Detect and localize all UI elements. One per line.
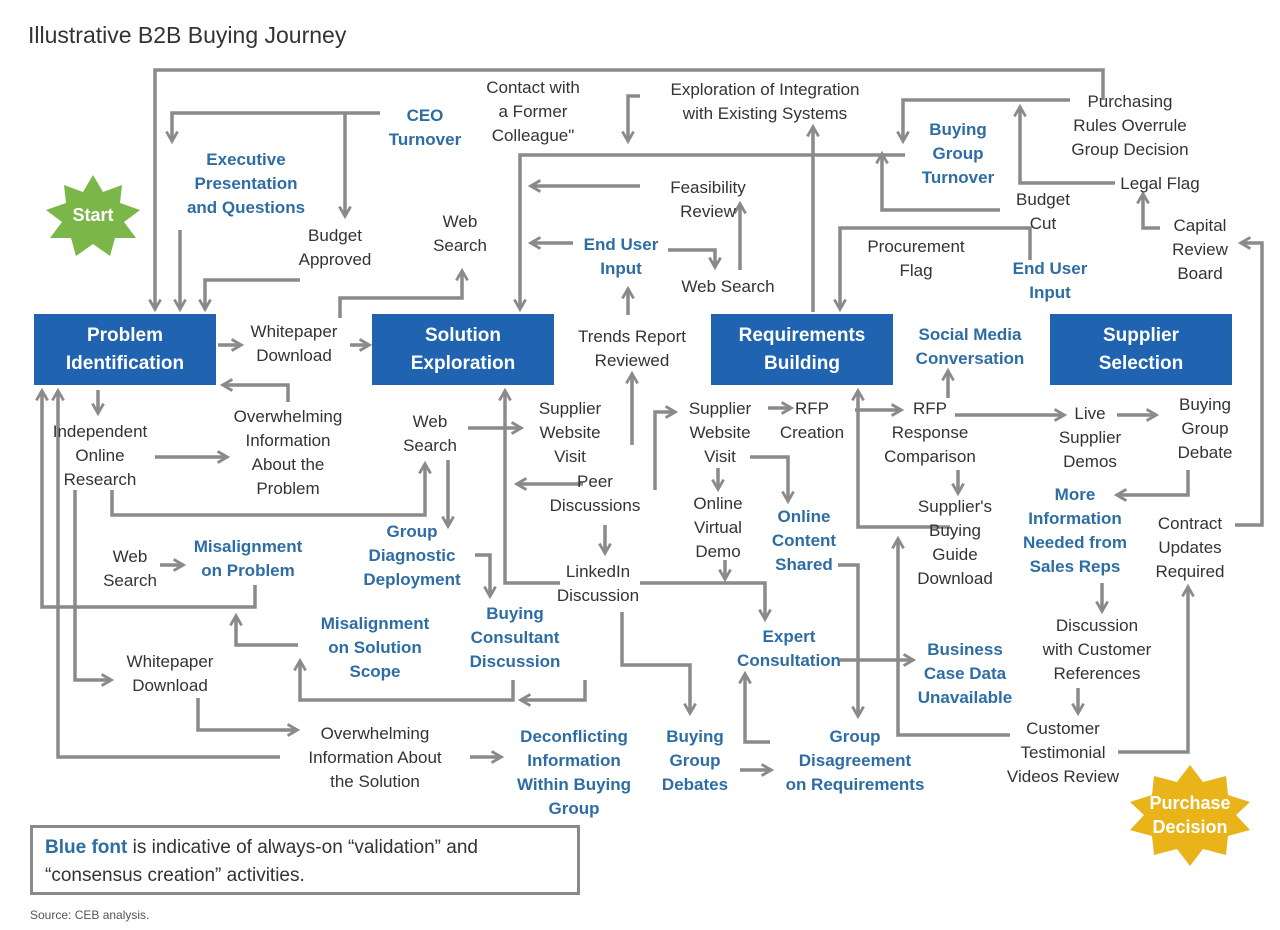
activity-buying-group-turnover: Buying Group Turnover (921, 120, 995, 187)
legend-highlight: Blue font (45, 837, 128, 858)
activity-linkedin-discussion: LinkedIn Discussion (556, 562, 640, 605)
start-burst-shape (46, 175, 140, 256)
diagram-title: Illustrative B2B Buying Journey (28, 22, 347, 48)
activity-budget-cut: Budget Cut (1016, 190, 1070, 233)
activity-procurement-flag: Procurement Flag (867, 237, 965, 280)
activity-end-user-input-2: End User Input (1012, 259, 1088, 302)
activity-buying-group-debates: Buying Group Debates (661, 727, 729, 794)
activity-end-user-input-1: End User Input (583, 235, 659, 278)
purchase-decision-badge: Purchase Decision (1149, 793, 1231, 837)
activity-supplier-website-2: Supplier Website Visit (688, 399, 752, 466)
activity-rfp-response: RFP Response Comparison (884, 399, 976, 466)
activity-budget-approved: Budget Approved (298, 226, 372, 269)
activity-whitepaper-download-1: Whitepaper Download (250, 322, 338, 365)
activity-web-search-3: Web Search (403, 412, 457, 455)
activity-live-demos: Live Supplier Demos (1058, 404, 1122, 471)
activity-testimonial-videos: Customer Testimonial Videos Review (1006, 719, 1120, 786)
activity-buying-guide-download: Supplier's Buying Guide Download (917, 497, 993, 588)
activity-overwhelming-problem: Overwhelming Information About the Probl… (233, 407, 343, 498)
start-badge: Start (72, 205, 114, 225)
activity-misalignment-problem: Misalignment on Problem (193, 537, 303, 580)
activity-contact-former-colleague: Contact with a Former Colleague" (486, 78, 580, 145)
activity-contract-updates: Contract Updates Required (1155, 514, 1225, 581)
legend-box: Blue font is indicative of always-on “va… (30, 825, 580, 895)
activity-web-search-1: Web Search (433, 212, 487, 255)
activity-ceo-turnover: CEO Turnover (388, 106, 462, 149)
activity-group-diagnostic: Group Diagnostic Deployment (363, 522, 461, 589)
stage-problem-identification: Problem Identification (34, 314, 216, 385)
activity-rfp-creation: RFP Creation (779, 399, 845, 442)
activity-executive-presentation: Executive Presentation and Questions (186, 150, 306, 217)
activity-web-search-2: Web Search (681, 277, 775, 296)
activity-customer-references: Discussion with Customer References (1042, 616, 1152, 683)
activity-group-disagreement: Group Disagreement on Requirements (785, 727, 925, 794)
activity-overwhelming-solution: Overwhelming Information About the Solut… (308, 724, 442, 791)
activity-misalignment-scope: Misalignment on Solution Scope (320, 614, 430, 681)
activity-buying-consultant: Buying Consultant Discussion (469, 604, 561, 671)
activity-trends-report: Trends Report Reviewed (577, 327, 687, 370)
activity-deconflicting: Deconflicting Information Within Buying … (516, 727, 632, 818)
legend-text: is indicative of always-on “validation” … (45, 837, 478, 886)
activity-web-search-4: Web Search (103, 547, 157, 590)
activity-feasibility-review: Feasibility Review (670, 178, 746, 221)
activity-exploration-of-integration: Exploration of Integration with Existing… (670, 80, 860, 123)
activity-online-virtual-demo: Online Virtual Demo (693, 494, 743, 561)
activity-online-content-shared: Online Content Shared (771, 507, 837, 574)
stage-supplier-selection: Supplier Selection (1050, 314, 1232, 385)
activity-purchasing-rules-overrule: Purchasing Rules Overrule Group Decision (1071, 92, 1189, 159)
activity-legal-flag: Legal Flag (1120, 174, 1200, 193)
activity-peer-discussions: Peer Discussions (549, 472, 641, 515)
activity-whitepaper-download-2: Whitepaper Download (126, 652, 214, 695)
activity-expert-consultation: Expert Consultation (737, 627, 841, 670)
activity-business-case: Business Case Data Unavailable (917, 640, 1013, 707)
activity-capital-review-board: Capital Review Board (1172, 216, 1228, 283)
purchase-decision-burst-shape (1130, 765, 1250, 866)
activity-buying-group-debate: Buying Group Debate (1177, 395, 1233, 462)
activity-independent-research: Independent Online Research (52, 422, 148, 489)
activity-supplier-website-1: Supplier Website Visit (538, 399, 602, 466)
source-note: Source: CEB analysis. (30, 908, 150, 922)
activity-more-information: More Information Needed from Sales Reps (1023, 485, 1127, 576)
activity-social-media: Social Media Conversation (915, 325, 1025, 368)
stage-solution-exploration: Solution Exploration (372, 314, 554, 385)
stage-requirements-building: Requirements Building (711, 314, 893, 385)
